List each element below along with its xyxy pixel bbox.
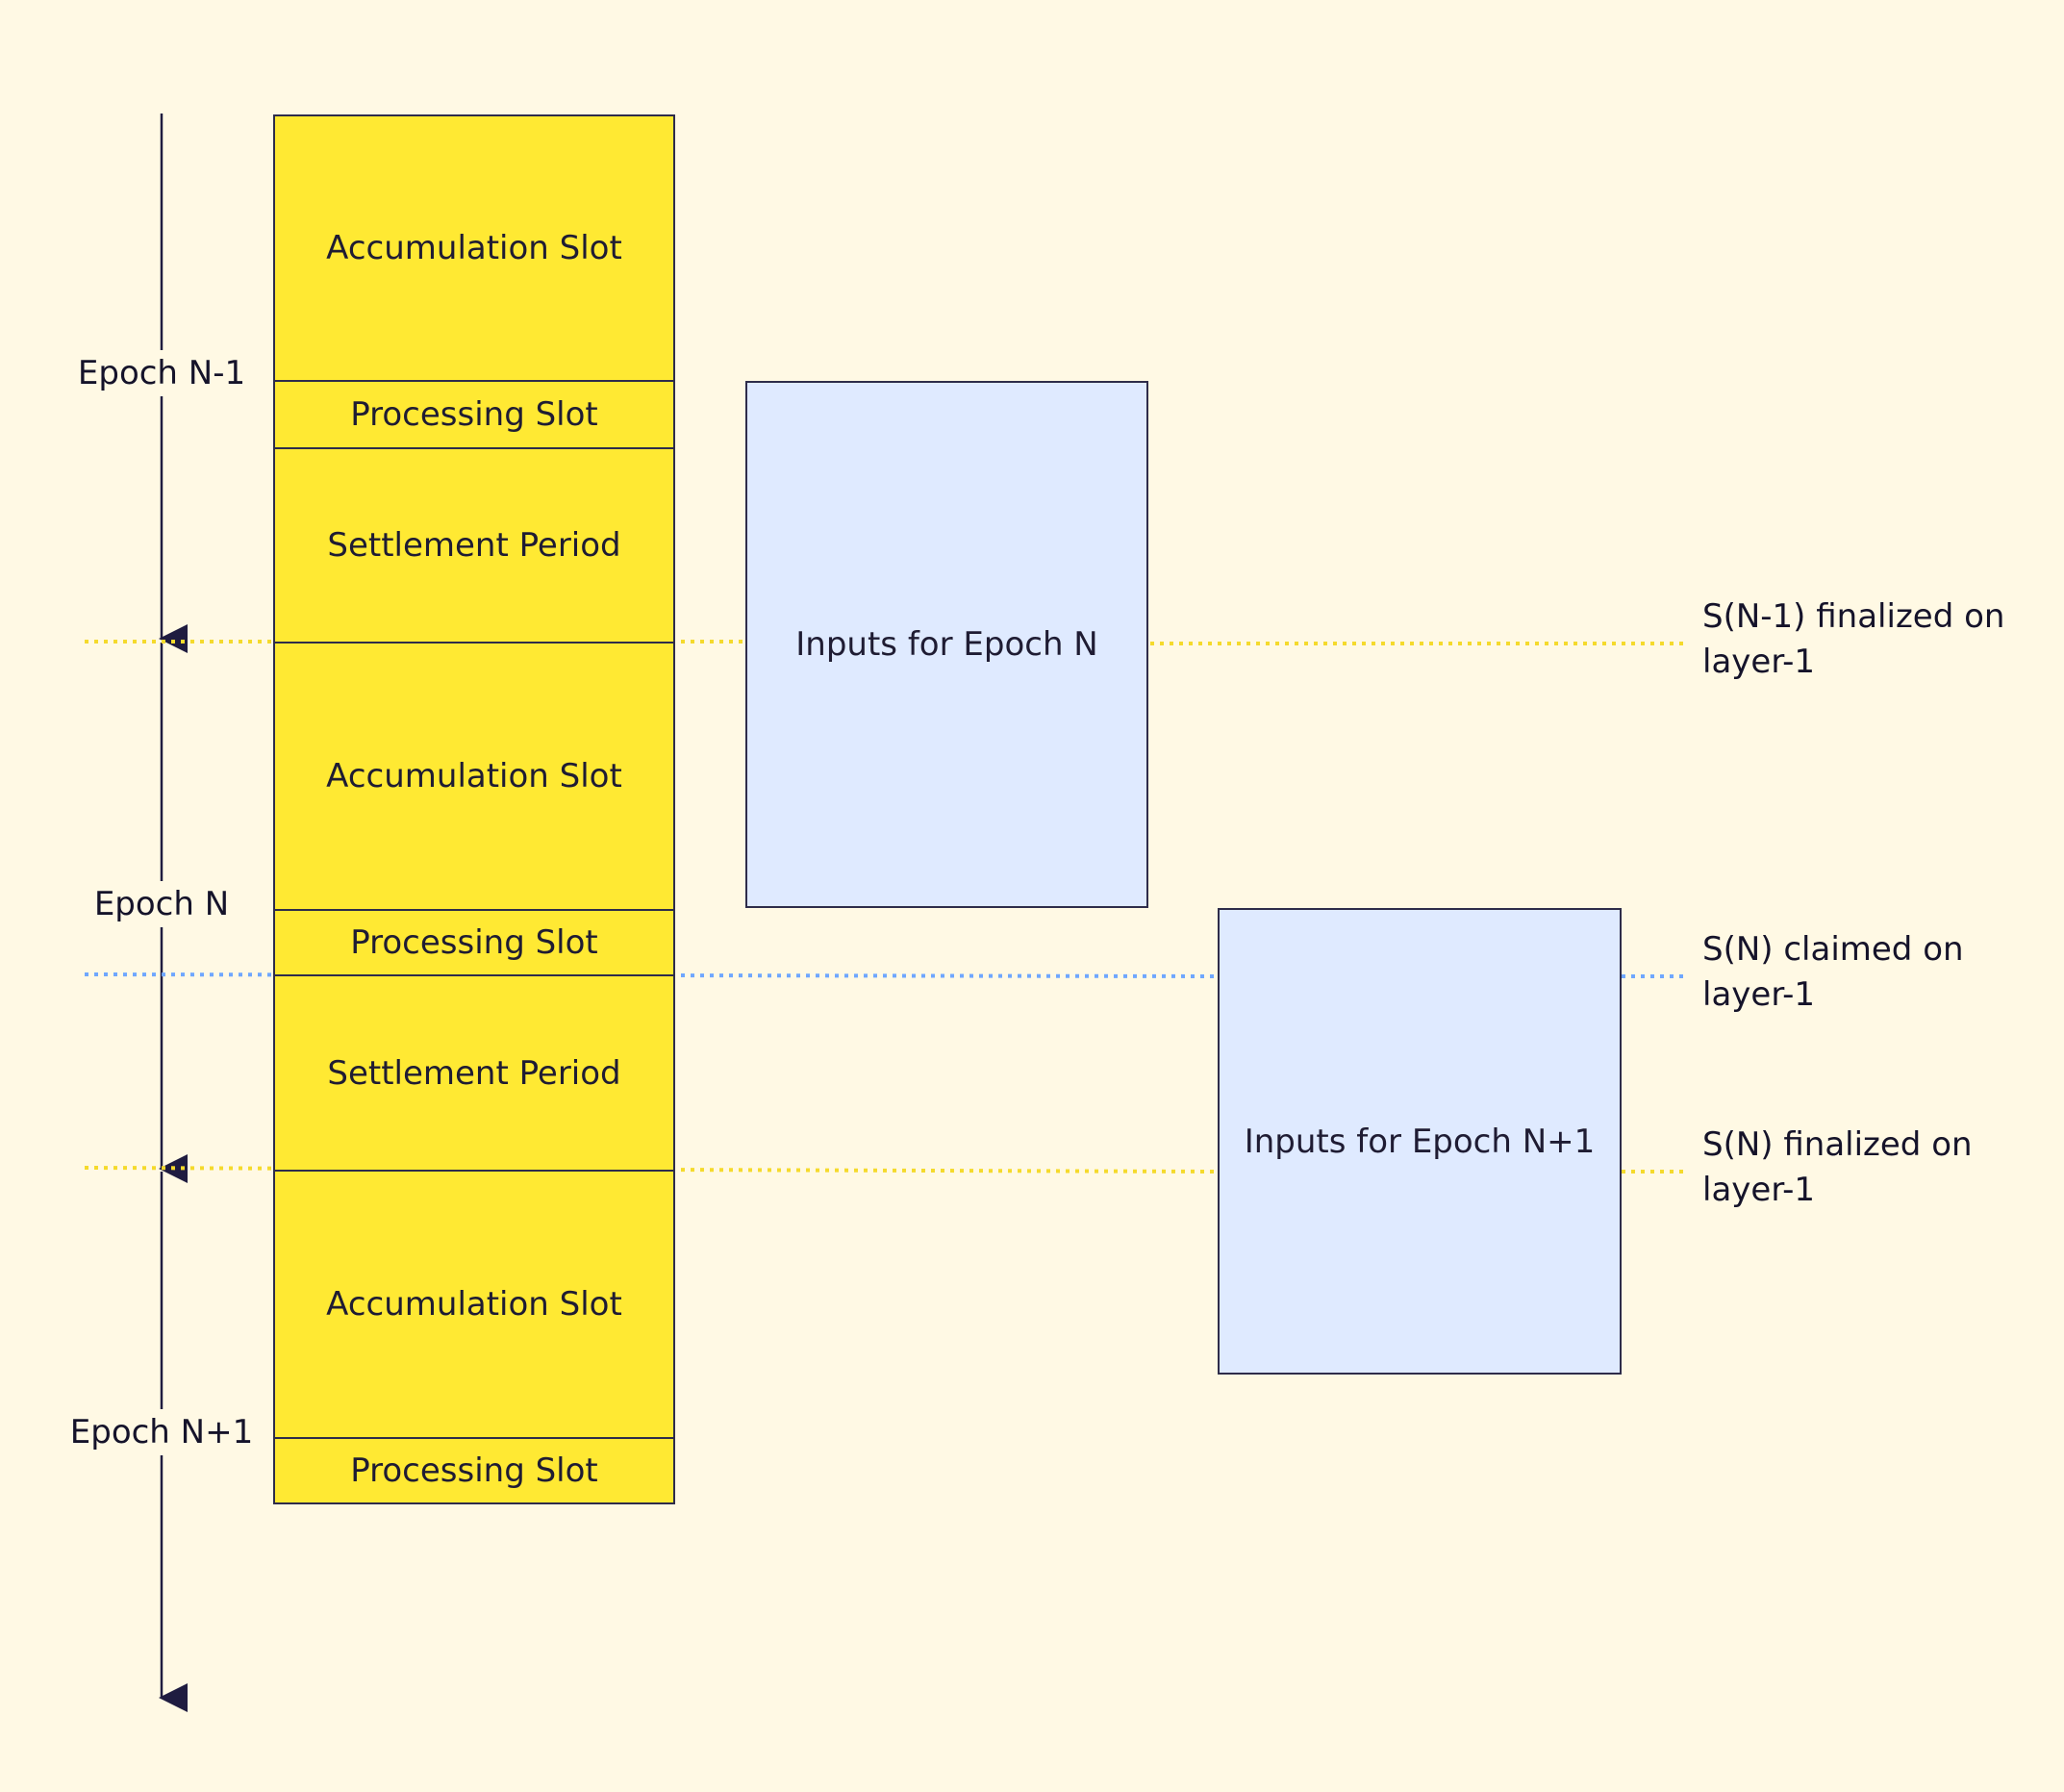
claimed-annotation: S(N) claimed on layer-1 xyxy=(1702,930,1964,1014)
processing-slot: Processing Slot xyxy=(273,380,675,449)
epoch-label: Epoch N-1 xyxy=(65,350,258,396)
claimed-line xyxy=(84,972,1219,978)
accumulation-slot: Accumulation Slot xyxy=(273,642,675,911)
inputs-box-epoch-n: Inputs for Epoch N xyxy=(745,381,1148,908)
epoch-label: Epoch N xyxy=(65,881,258,927)
processing-slot: Processing Slot xyxy=(273,1437,675,1504)
settlement-period: Settlement Period xyxy=(273,447,675,644)
processing-slot: Processing Slot xyxy=(273,909,675,976)
accumulation-slot: Accumulation Slot xyxy=(273,114,675,382)
accumulation-slot: Accumulation Slot xyxy=(273,1170,675,1439)
finalized-annotation: S(N) finalized on layer-1 xyxy=(1702,1125,1973,1209)
finalized-line-2 xyxy=(84,1166,1219,1174)
settlement-period: Settlement Period xyxy=(273,974,675,1172)
inputs-box-epoch-n-plus-1: Inputs for Epoch N+1 xyxy=(1218,908,1622,1375)
epoch-label: Epoch N+1 xyxy=(65,1409,258,1455)
finalized-annotation: S(N-1) finalized on layer-1 xyxy=(1702,597,2005,681)
